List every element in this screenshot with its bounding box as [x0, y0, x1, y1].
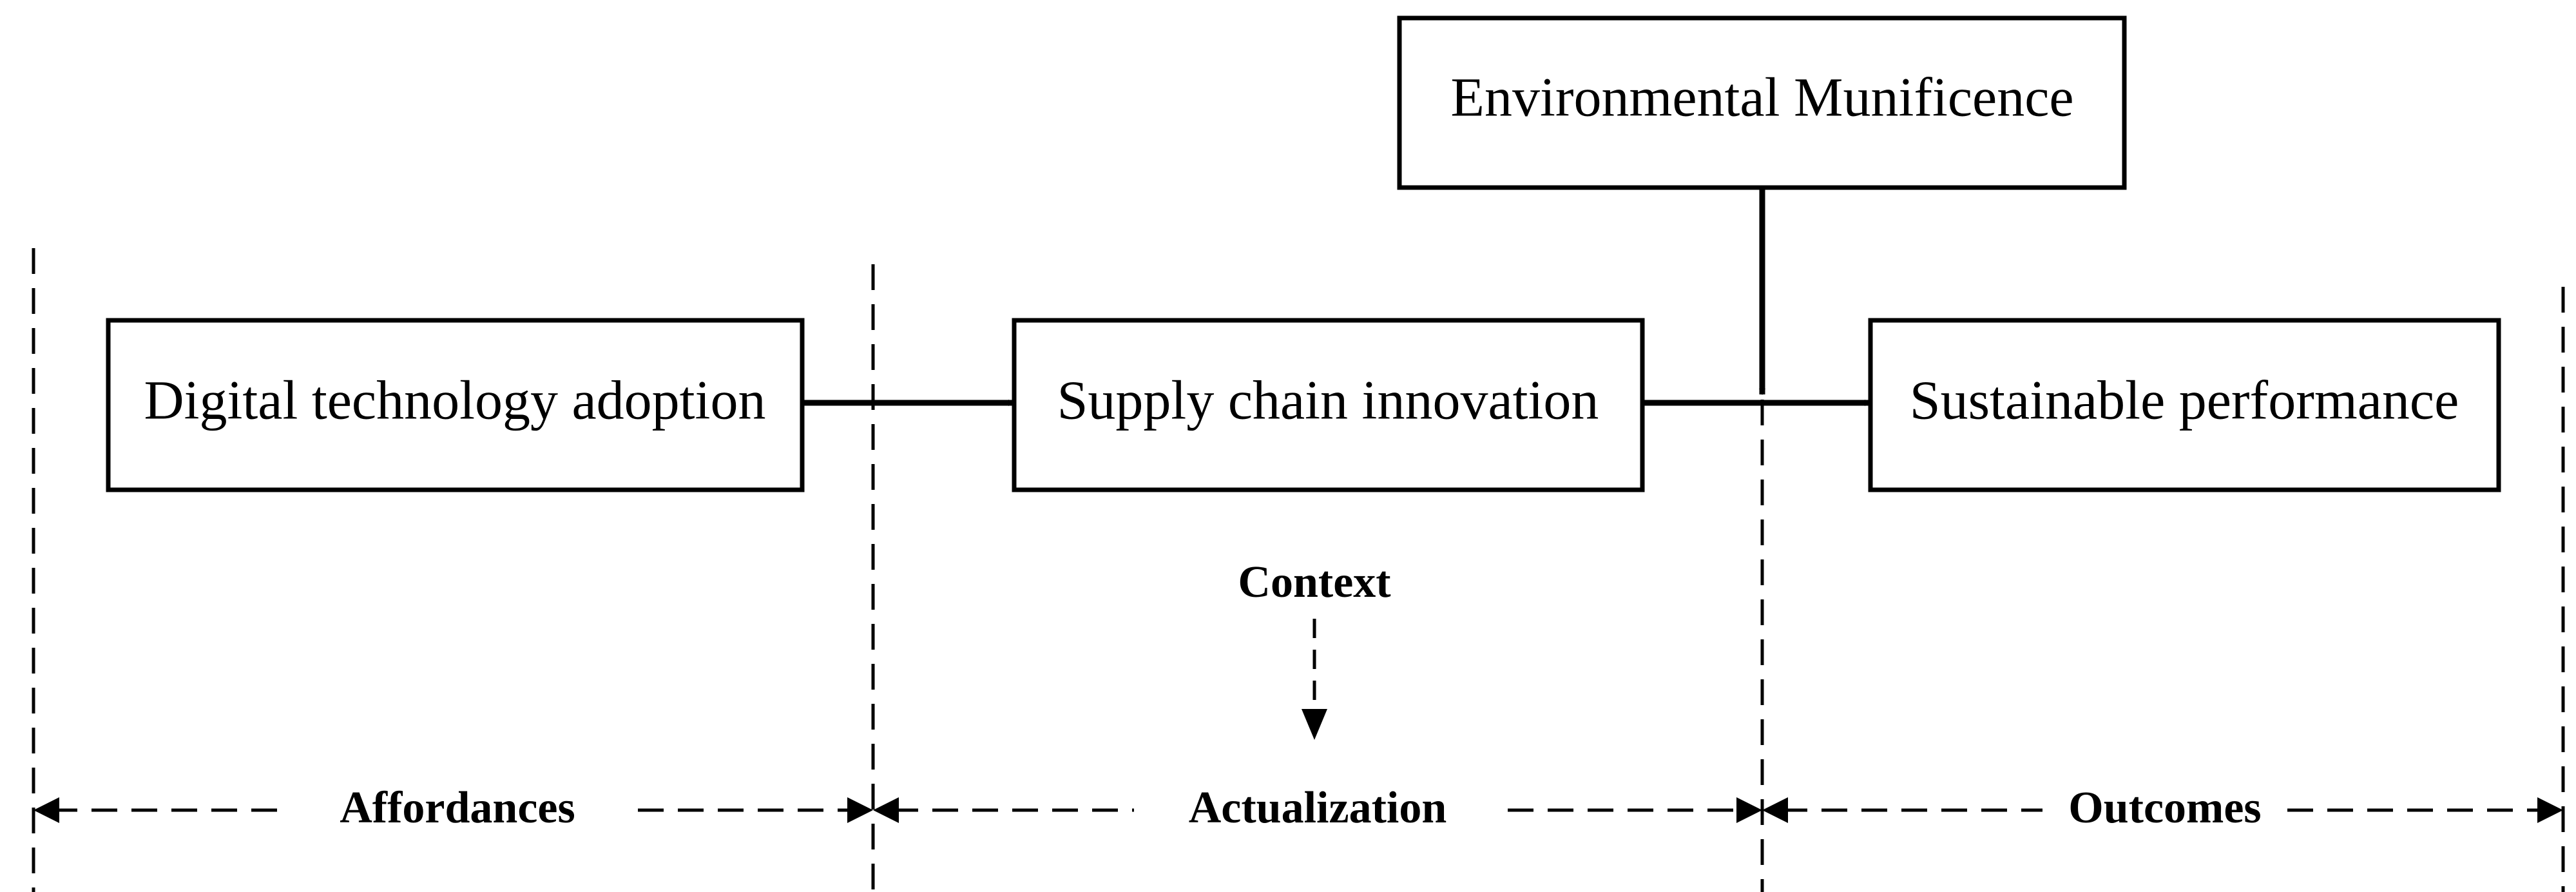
- context-arrow-head: [1302, 709, 1327, 740]
- phase-label-affordances: Affordances: [340, 783, 575, 833]
- context-label: Context: [1238, 558, 1390, 607]
- box-digital-technology-adoption: Digital technology adoption: [106, 318, 805, 492]
- box-supply-chain-innovation: Supply chain innovation: [1012, 318, 1645, 492]
- phase-actualization: Actualization: [873, 783, 1762, 833]
- phase-affordances: Affordances: [34, 783, 873, 833]
- box-label-supply-chain-innovation: Supply chain innovation: [1057, 369, 1599, 431]
- box-label-digital-technology-adoption: Digital technology adoption: [144, 369, 766, 431]
- box-label-sustainable-performance: Sustainable performance: [1910, 369, 2459, 431]
- phase-outcomes: Outcomes: [1762, 783, 2563, 833]
- box-label-environmental-munificence: Environmental Munificence: [1450, 66, 2073, 128]
- phase-label-actualization: Actualization: [1189, 783, 1447, 833]
- box-environmental-munificence: Environmental Munificence: [1397, 15, 2127, 190]
- box-sustainable-performance: Sustainable performance: [1868, 318, 2501, 492]
- phase-label-outcomes: Outcomes: [2068, 783, 2261, 833]
